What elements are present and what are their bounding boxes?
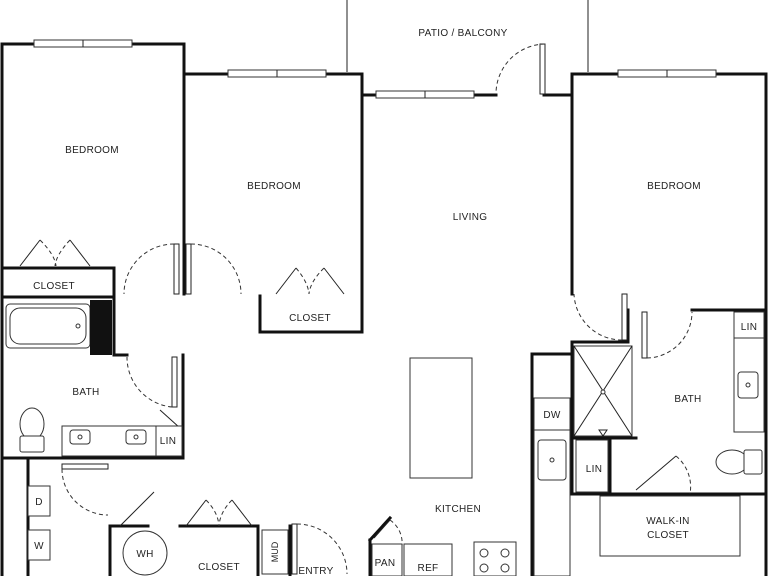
range xyxy=(473,541,517,576)
washer xyxy=(27,529,51,561)
label-lin-3: LIN xyxy=(586,464,602,475)
label-pantry: PAN xyxy=(375,558,396,569)
patio-outline xyxy=(346,0,589,72)
label-bedroom-2: BEDROOM xyxy=(247,181,301,192)
label-living: LIVING xyxy=(453,212,488,223)
kitchen-island xyxy=(409,357,473,479)
tub-wall xyxy=(90,300,112,355)
windows xyxy=(33,39,717,99)
label-lin-2: LIN xyxy=(741,322,757,333)
linen-left xyxy=(155,425,183,457)
label-bath-2: BATH xyxy=(674,394,701,405)
mud-bench xyxy=(261,529,289,575)
fixtures xyxy=(5,300,765,576)
linen-right-top xyxy=(733,311,765,339)
label-bedroom-3: BEDROOM xyxy=(647,181,701,192)
linen-right-bottom xyxy=(575,439,609,493)
walk-in-shelves xyxy=(599,495,741,557)
label-washer: W xyxy=(34,541,44,552)
label-water-heater: WH xyxy=(136,549,153,560)
label-patio: PATIO / BALCONY xyxy=(418,28,507,39)
label-closet-1: CLOSET xyxy=(33,281,75,292)
label-dw: DW xyxy=(543,410,561,421)
dishwasher xyxy=(533,397,571,431)
label-mud: MUD xyxy=(270,541,280,562)
label-walk-in-line1: WALK-IN xyxy=(646,516,689,527)
toilet-left xyxy=(19,407,45,441)
label-entry: ENTRY xyxy=(298,566,333,576)
dryer xyxy=(27,485,51,517)
label-walk-in-line2: CLOSET xyxy=(647,530,689,541)
label-kitchen: KITCHEN xyxy=(435,504,481,515)
doors xyxy=(19,43,693,575)
room-labels: PATIO / BALCONY BEDROOM BEDROOM BEDROOM … xyxy=(33,28,757,576)
label-dryer: D xyxy=(35,497,43,508)
label-closet-2: CLOSET xyxy=(289,313,331,324)
label-closet-3: CLOSET xyxy=(198,562,240,573)
label-lin-1: LIN xyxy=(160,436,176,447)
label-refrigerator: REF xyxy=(418,563,439,574)
pantry xyxy=(371,543,403,576)
toilet-right xyxy=(715,449,749,475)
label-bath-1: BATH xyxy=(72,387,99,398)
refrigerator xyxy=(403,543,453,576)
water-heater xyxy=(122,530,168,576)
label-bedroom-1: BEDROOM xyxy=(65,145,119,156)
